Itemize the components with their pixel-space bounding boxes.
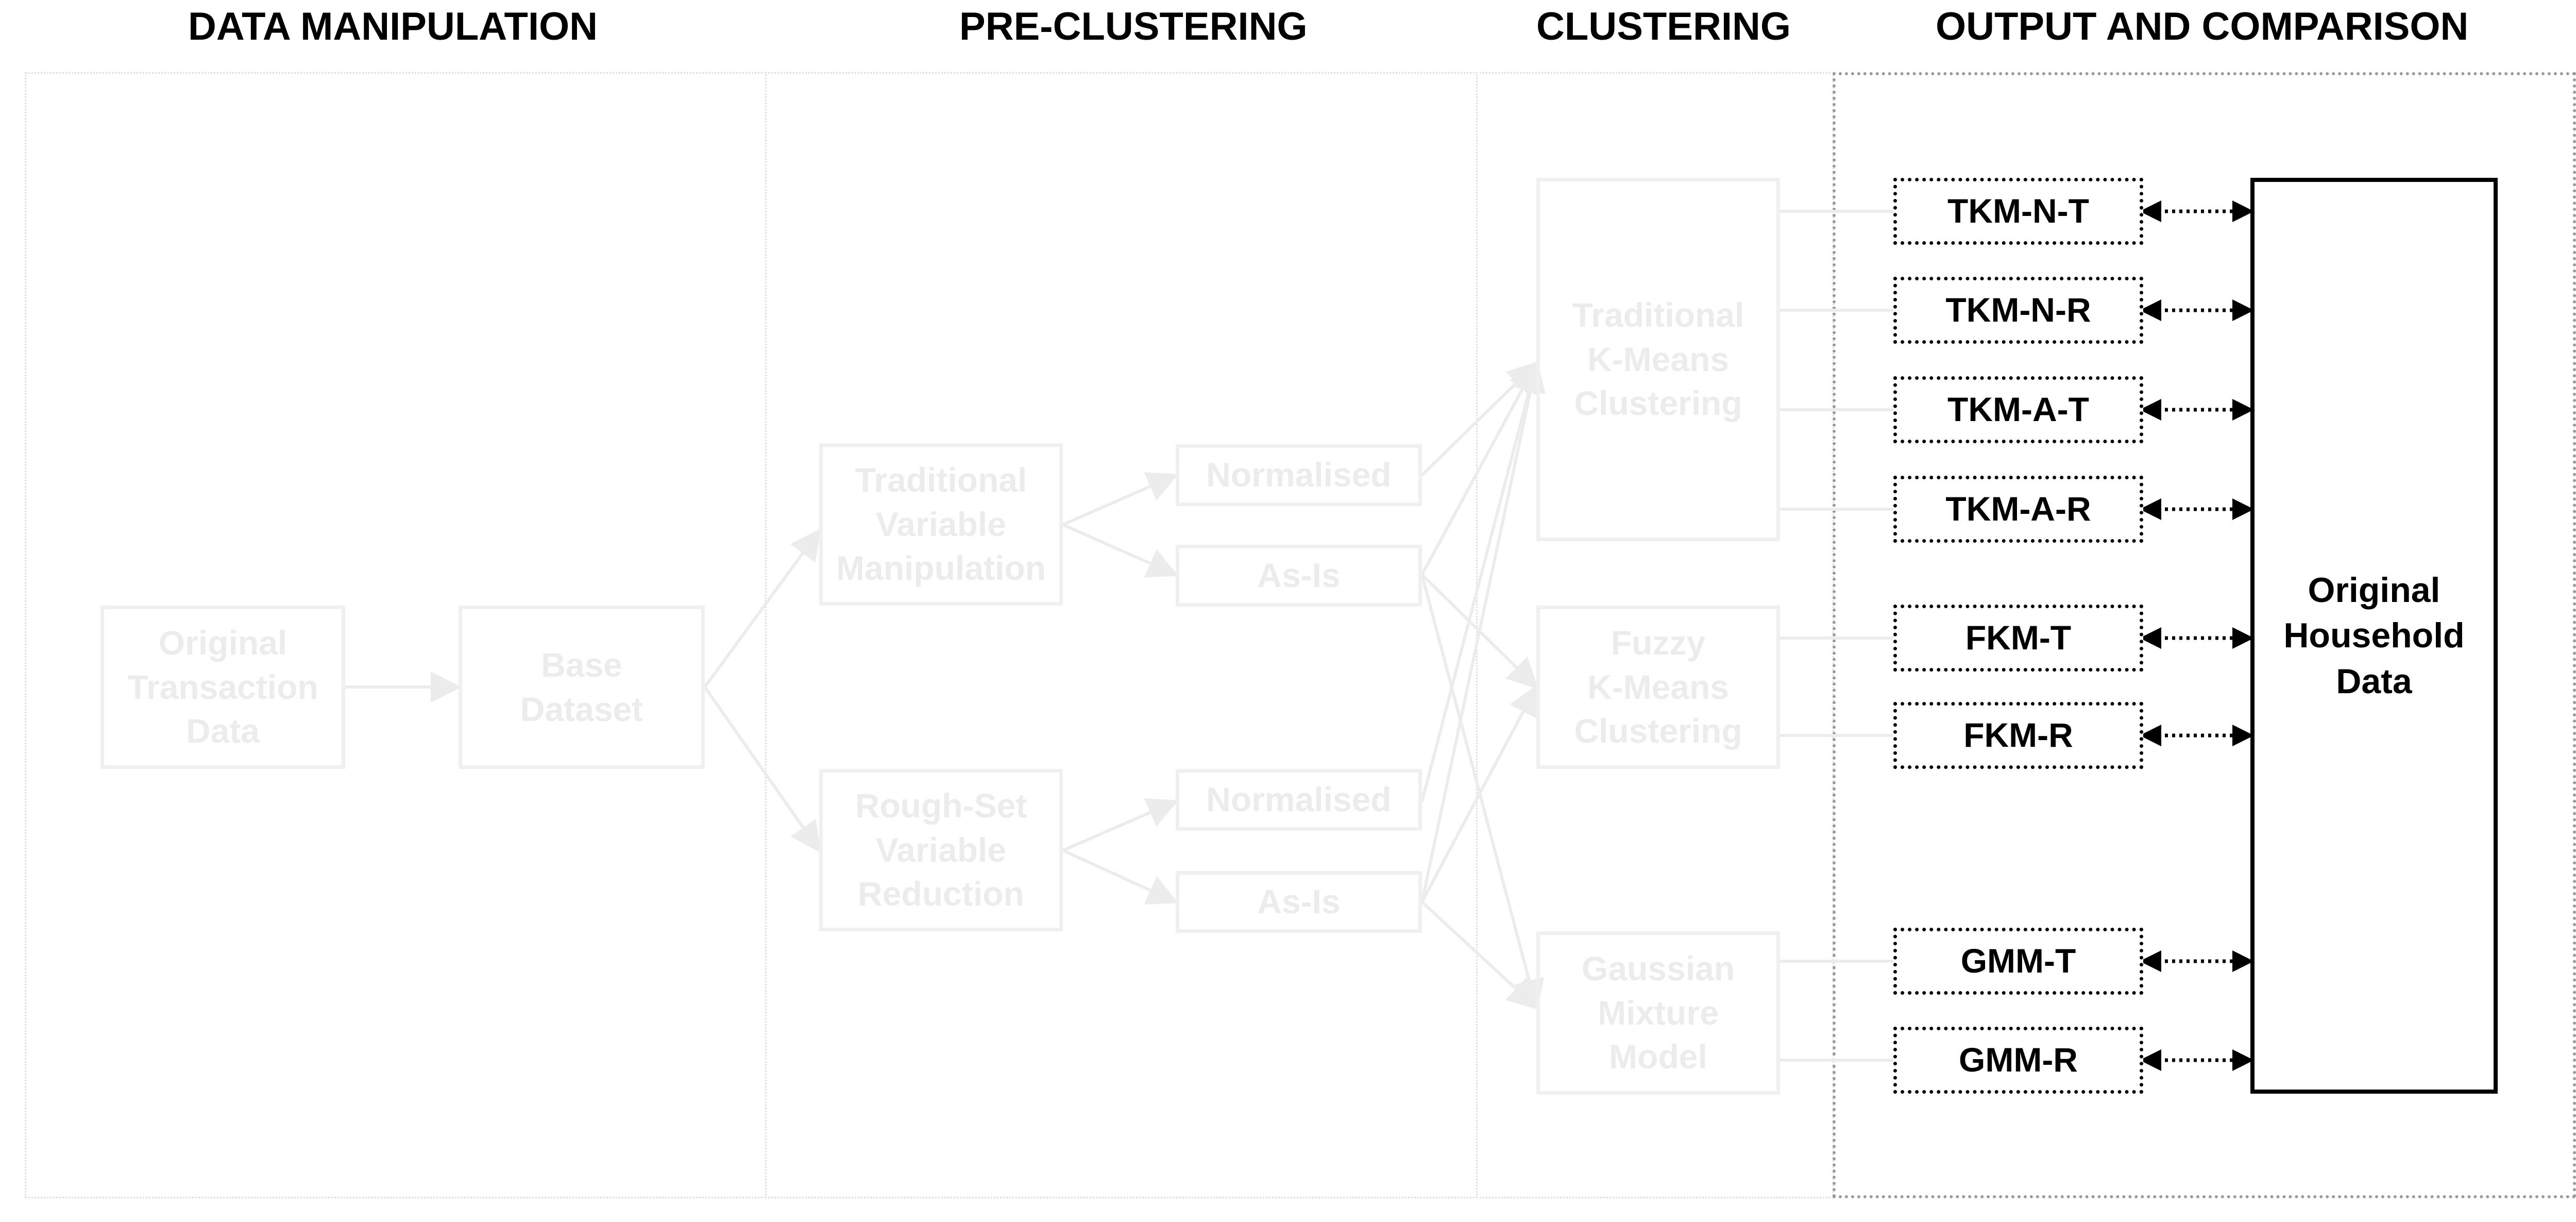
section-title-output-comparison: OUTPUT AND COMPARISON <box>1936 5 2469 48</box>
node-gaussian-mixture-model: Gaussian Mixture Model <box>1536 931 1780 1095</box>
node-normalised-2: Normalised <box>1176 769 1422 831</box>
node-original-transaction-data: Original Transaction Data <box>100 606 345 769</box>
output-fkm-r: FKM-R <box>1893 702 2143 769</box>
edge-base-to-traditional <box>703 528 821 688</box>
edge-as-is-1-to-tkm <box>1420 360 1538 576</box>
edge-normalised-2-to-tkm <box>1420 360 1545 802</box>
output-tkm-n-t: TKM-N-T <box>1893 178 2143 245</box>
node-original-household-data: Original Household Data <box>2250 178 2498 1094</box>
edge-as-is-2-to-fkm <box>1420 684 1538 903</box>
node-traditional-variable-manipulation: Traditional Variable Manipulation <box>819 443 1063 606</box>
edge-as-is-2-to-gmm <box>1420 900 1539 1010</box>
node-as-is-1: As-Is <box>1176 545 1422 607</box>
node-rough-set-variable-reduction: Rough-Set Variable Reduction <box>819 769 1063 931</box>
output-fkm-t: FKM-T <box>1893 605 2143 672</box>
output-tkm-a-t: TKM-A-T <box>1893 376 2143 443</box>
output-tkm-a-r: TKM-A-R <box>1893 476 2143 543</box>
edge-rough-set-to-as-is <box>1062 849 1179 905</box>
section-title-data-manipulation: DATA MANIPULATION <box>188 5 598 48</box>
edge-traditional-to-normalised <box>1062 472 1179 526</box>
node-traditional-k-means: Traditional K-Means Clustering <box>1536 178 1780 541</box>
section-title-clustering: CLUSTERING <box>1536 5 1791 48</box>
output-gmm-r: GMM-R <box>1893 1027 2143 1094</box>
node-as-is-2: As-Is <box>1176 871 1422 933</box>
output-tkm-n-r: TKM-N-R <box>1893 277 2143 344</box>
node-normalised-1: Normalised <box>1176 444 1422 506</box>
node-base-dataset: Base Dataset <box>459 606 705 769</box>
edge-normalised-1-to-tkm <box>1420 361 1539 477</box>
edge-as-is-1-to-gmm <box>1420 574 1545 1011</box>
edge-traditional-to-as-is <box>1062 523 1179 578</box>
section-title-pre-clustering: PRE-CLUSTERING <box>959 5 1308 48</box>
edge-base-to-rough-set <box>703 686 821 853</box>
edge-rough-set-to-normalised <box>1062 798 1179 852</box>
node-fuzzy-k-means: Fuzzy K-Means Clustering <box>1536 606 1780 769</box>
edge-as-is-2-to-tkm <box>1420 360 1546 902</box>
section-output-comparison <box>1833 72 2576 1198</box>
output-gmm-t: GMM-T <box>1893 928 2143 995</box>
